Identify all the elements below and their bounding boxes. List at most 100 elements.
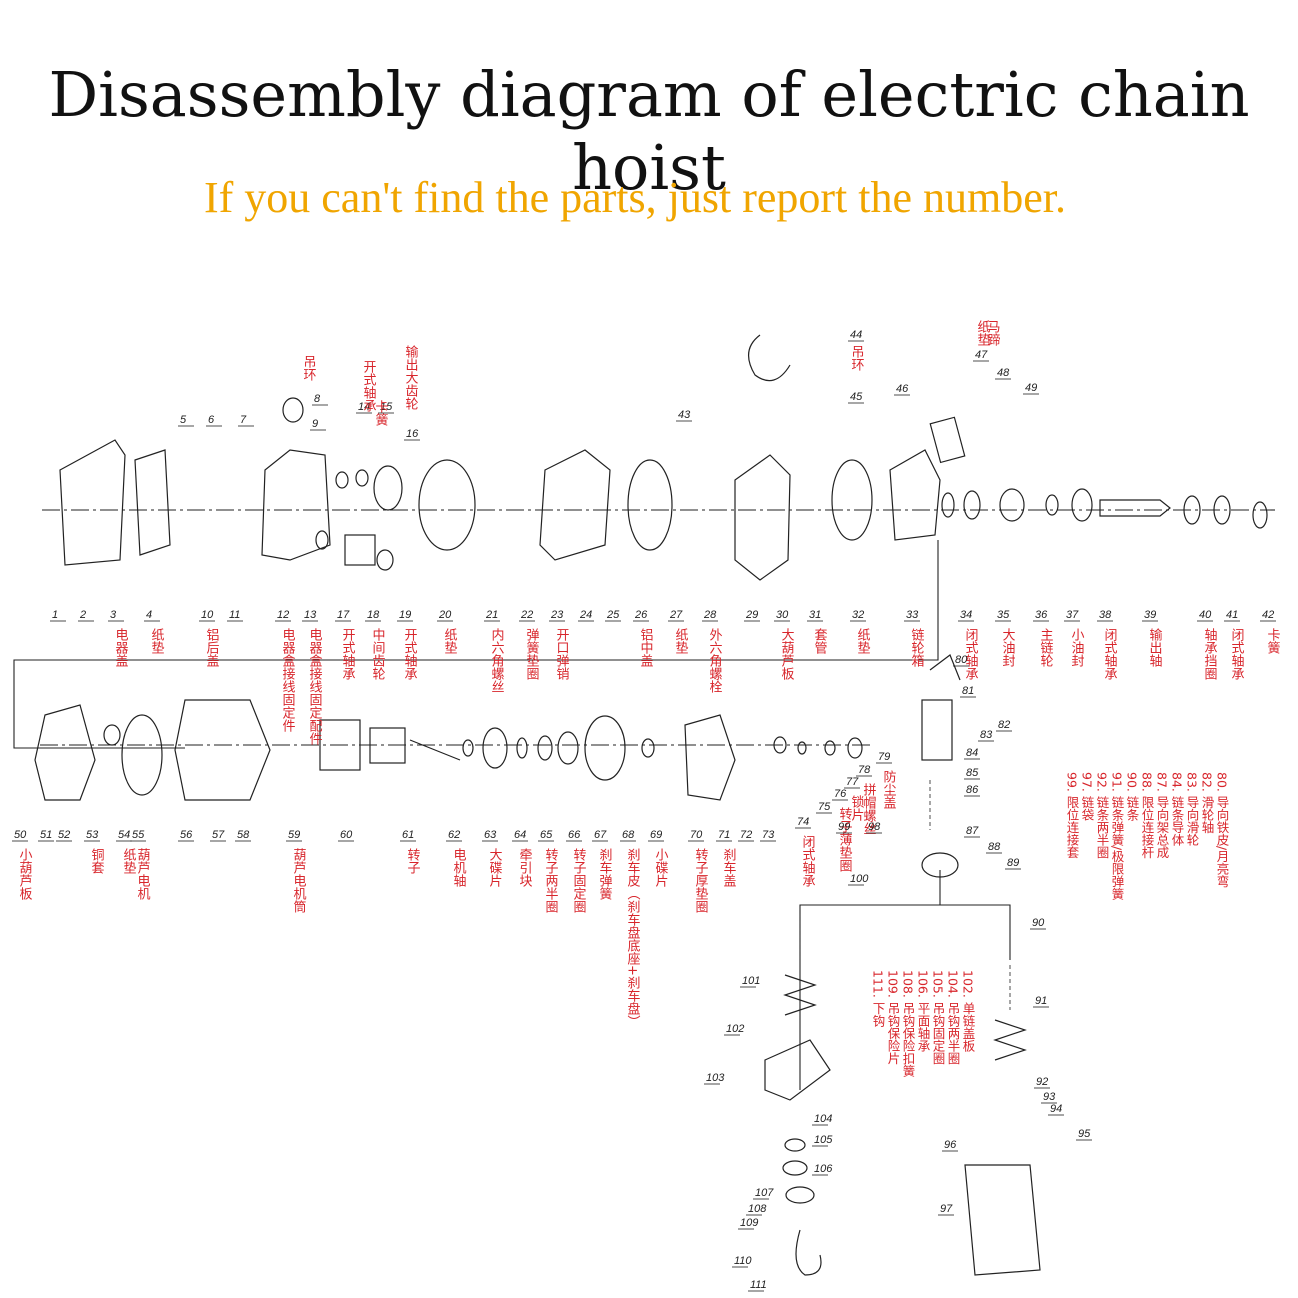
part-name-67: 刹车弹簧 bbox=[597, 848, 613, 900]
legend-right-0: 80. 导向铁皮/月亮弯 bbox=[1215, 772, 1230, 888]
part-number-100: 100 bbox=[850, 873, 869, 885]
part-number-59: 59 bbox=[288, 829, 300, 841]
legend-right-2: 83. 导向滑轮 bbox=[1185, 772, 1200, 846]
part-name-65: 转子两半圈 bbox=[543, 848, 559, 914]
part-number-83: 83 bbox=[980, 729, 993, 741]
part-number-110: 110 bbox=[734, 1255, 752, 1267]
part-name-18: 中间齿轮 bbox=[370, 628, 386, 681]
part-number-40: 40 bbox=[1199, 609, 1212, 621]
part-number-90: 90 bbox=[1032, 917, 1045, 929]
motor-shaft-shape bbox=[409, 739, 461, 761]
stator-shape bbox=[319, 719, 361, 771]
part-name-61: 转子 bbox=[405, 848, 421, 874]
part-number-76: 76 bbox=[834, 788, 847, 800]
part-name-78: 拼帽螺丝 bbox=[861, 783, 877, 835]
part-name-19: 开式轴承 bbox=[402, 628, 418, 680]
small-plate-shape bbox=[34, 704, 96, 801]
part-name-41: 闭式轴承 bbox=[1229, 628, 1245, 680]
part-name-40: 轴承挡圈 bbox=[1202, 628, 1218, 681]
part-name-31: 套管 bbox=[812, 627, 828, 655]
part-number-42: 42 bbox=[1262, 609, 1274, 621]
legend-hook-1: 104. 吊钩两半圈 bbox=[946, 970, 961, 1065]
part-number-104: 104 bbox=[814, 1113, 832, 1125]
part-number-39: 39 bbox=[1144, 609, 1156, 621]
guide-bracket-shape bbox=[929, 654, 961, 681]
parts-row1 bbox=[59, 334, 1268, 581]
part-number-106: 106 bbox=[814, 1163, 833, 1175]
part-number-29: 29 bbox=[745, 609, 758, 621]
part-name-64: 牵引块 bbox=[517, 848, 533, 888]
part-name-3: 电器盖 bbox=[113, 628, 129, 667]
part-number-77: 77 bbox=[846, 776, 859, 788]
part-name-69: 小碟片 bbox=[653, 848, 669, 887]
part-number-17: 17 bbox=[337, 609, 350, 621]
part-number-11: 11 bbox=[229, 609, 240, 621]
legend-hook-2: 105. 吊钩固定圈 bbox=[931, 970, 946, 1065]
part-name-top-44: 吊环 bbox=[849, 345, 865, 371]
part-number-78: 78 bbox=[858, 764, 871, 776]
part-name-21: 内六角螺丝 bbox=[489, 627, 505, 693]
part-name-74: 闭式轴承 bbox=[800, 835, 816, 887]
part-number-84: 84 bbox=[966, 747, 978, 759]
part-number-64: 64 bbox=[514, 829, 526, 841]
main-sprocket-shape bbox=[999, 488, 1025, 522]
output-gear-shape bbox=[373, 465, 403, 511]
legend-right-6: 90. 链条 bbox=[1125, 772, 1140, 821]
aluminum-rear-cover-shape bbox=[261, 449, 331, 561]
part-name-top-48: 马蹄 bbox=[985, 320, 1001, 347]
output-shaft-shape bbox=[1099, 499, 1171, 517]
part-number-46: 46 bbox=[896, 383, 909, 395]
part-number-14: 14 bbox=[358, 401, 370, 413]
legend-hook-5: 109. 吊钩保险片 bbox=[886, 970, 901, 1064]
legend-right-8: 92. 链条两半圈 bbox=[1095, 772, 1110, 859]
legend-hook-3: 106. 平面轴承 bbox=[916, 970, 931, 1052]
spring-101-shape bbox=[783, 974, 817, 1016]
legend-right-4: 87. 导向架总成 bbox=[1155, 772, 1170, 859]
part-number-65: 65 bbox=[540, 829, 553, 841]
legend-hook-0: 102. 单链盖板 bbox=[961, 970, 976, 1052]
part-number-55: 55 bbox=[132, 829, 145, 841]
motor-housing-shape bbox=[174, 699, 271, 801]
part-number-82: 82 bbox=[998, 719, 1010, 731]
lifting-ring-shape bbox=[282, 397, 304, 423]
page-title: Disassembly diagram of electric chain ho… bbox=[48, 58, 1250, 204]
part-number-4: 4 bbox=[146, 609, 152, 621]
part-number-35: 35 bbox=[997, 609, 1010, 621]
part-number-111: 111 bbox=[750, 1279, 767, 1291]
gasket-shape bbox=[134, 449, 171, 556]
chain-assembly bbox=[764, 654, 1041, 1276]
part-number-33: 33 bbox=[906, 609, 919, 621]
part-name-53: 铜套 bbox=[89, 848, 105, 874]
part-number-88: 88 bbox=[988, 841, 1001, 853]
part-number-32: 32 bbox=[852, 609, 864, 621]
part-number-66: 66 bbox=[568, 829, 581, 841]
hook-block-shape bbox=[764, 1039, 831, 1101]
part-number-72: 72 bbox=[740, 829, 752, 841]
part-number-23: 23 bbox=[550, 609, 564, 621]
part-number-15: 15 bbox=[380, 401, 393, 413]
part-name-22: 弹簧垫圈 bbox=[524, 628, 540, 681]
part-number-21: 21 bbox=[485, 609, 498, 621]
legend-right-1: 82. 滑轮轴 bbox=[1200, 772, 1215, 833]
legend-right-7: 91. 链条弹簧/极限弹簧 bbox=[1110, 772, 1125, 900]
part-number-41: 41 bbox=[1226, 609, 1238, 621]
part-name-38: 闭式轴承 bbox=[1102, 628, 1118, 680]
legend-right-5: 88. 限位连接杆 bbox=[1140, 772, 1155, 858]
part-name-63: 大碟片 bbox=[487, 848, 503, 887]
part-number-63: 63 bbox=[484, 829, 497, 841]
part-number-6: 6 bbox=[208, 414, 215, 426]
part-number-49: 49 bbox=[1025, 382, 1037, 394]
legend-right-10: 99. 限位连接套 bbox=[1065, 772, 1080, 858]
part-number-34: 34 bbox=[960, 609, 972, 621]
part-number-48: 48 bbox=[997, 367, 1010, 379]
part-number-1: 1 bbox=[52, 609, 58, 621]
part-number-94: 94 bbox=[1050, 1103, 1062, 1115]
spring-91-shape bbox=[993, 1019, 1027, 1061]
part-number-3: 3 bbox=[110, 609, 117, 621]
part-name-30: 大葫芦板 bbox=[779, 628, 795, 681]
part-name-50: 小葫芦板 bbox=[17, 848, 33, 901]
part-number-60: 60 bbox=[340, 829, 353, 841]
part-name-77: 锁片 bbox=[849, 794, 865, 821]
